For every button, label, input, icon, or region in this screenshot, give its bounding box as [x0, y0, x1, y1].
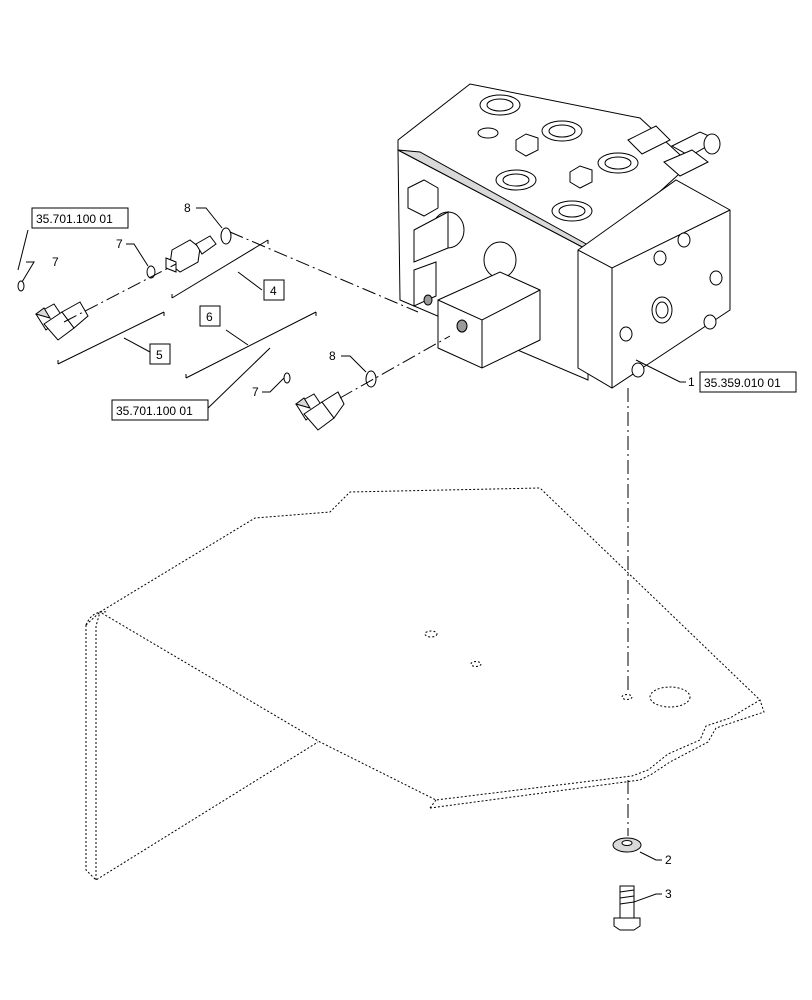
callout-1: 1	[688, 375, 695, 389]
washer	[612, 837, 642, 853]
o-ring-8-top	[220, 227, 232, 245]
bracket-6	[185, 311, 317, 379]
callout-7-mid: 7	[116, 237, 123, 251]
elbow-fitting-upper	[34, 301, 89, 341]
mounting-plate	[85, 487, 765, 881]
o-ring-7-lower	[283, 372, 291, 384]
leader-lines	[17, 207, 686, 903]
reference-fitting-top: 35.701.100 01	[36, 212, 113, 226]
center-lines	[63, 231, 629, 836]
straight-fitting	[165, 235, 217, 273]
callout-8-lower: 8	[329, 349, 336, 363]
boxed-callout-5: 5	[156, 348, 163, 362]
reference-fitting-lower: 35.701.100 01	[116, 404, 193, 418]
callout-7-left: 7	[52, 255, 59, 269]
reference-valve: 35.359.010 01	[704, 376, 781, 390]
o-ring-7-mid	[146, 265, 156, 279]
boxed-callout-4: 4	[270, 284, 277, 298]
callout-8-top: 8	[184, 201, 191, 215]
bolt	[613, 885, 641, 931]
bracket-5	[57, 311, 165, 365]
callout-7-lower: 7	[252, 385, 259, 399]
elbow-fitting-lower	[294, 391, 345, 431]
bracket-4	[171, 239, 269, 299]
o-ring-7-left	[17, 280, 25, 292]
hydraulic-valve-body	[397, 83, 731, 389]
callout-2: 2	[665, 853, 672, 867]
callout-3: 3	[665, 887, 672, 901]
o-ring-8-lower	[365, 370, 377, 388]
boxed-callout-6: 6	[206, 310, 213, 324]
